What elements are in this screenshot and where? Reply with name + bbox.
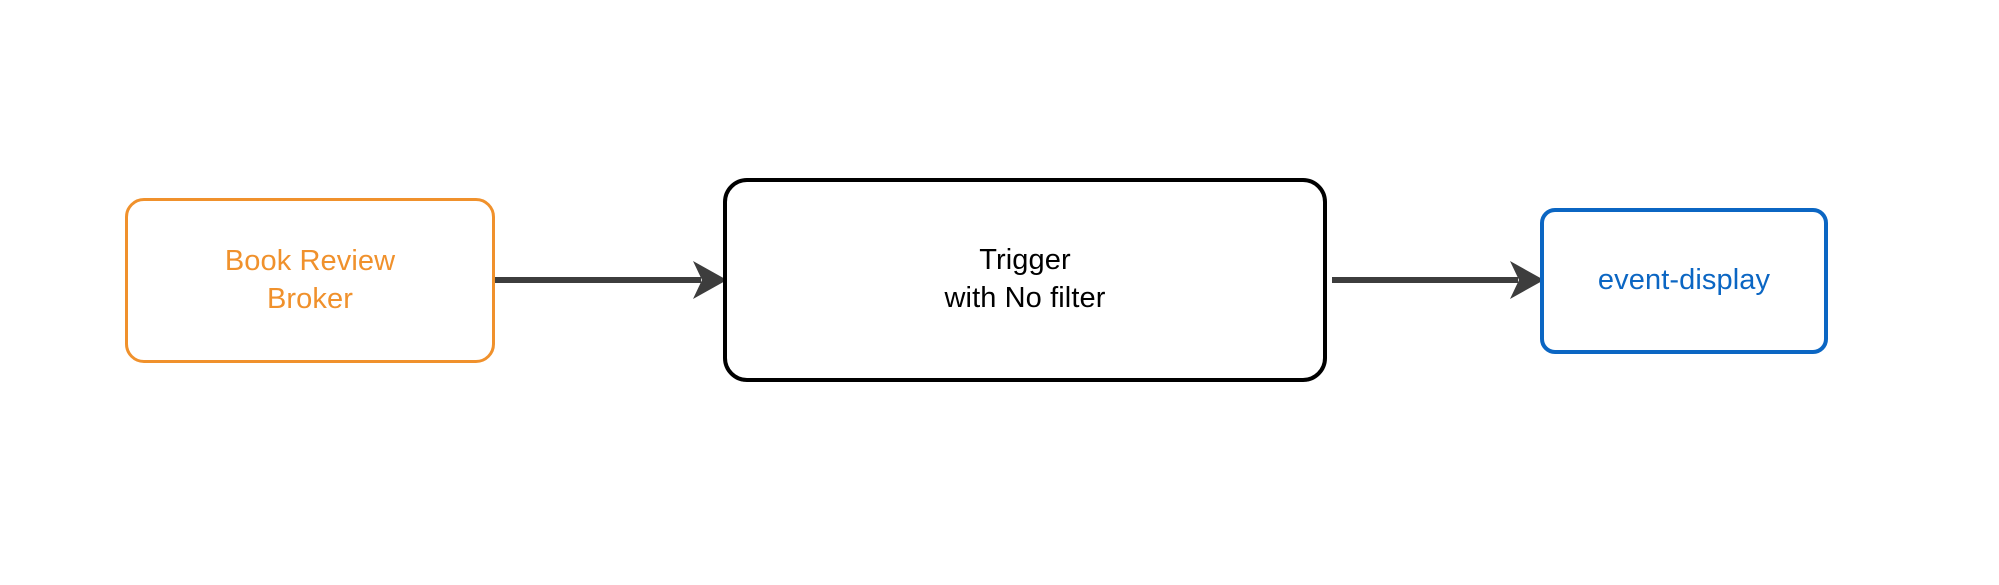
- node-event-display[interactable]: event-display: [1540, 208, 1828, 354]
- edge-trigger-to-sink: [1327, 252, 1544, 308]
- arrow-right-icon: [1332, 261, 1544, 299]
- node-book-review-broker[interactable]: Book Review Broker: [125, 198, 495, 363]
- node-broker-label: Book Review Broker: [224, 244, 396, 315]
- node-sink-label: event-display: [1597, 264, 1771, 297]
- arrow-right-icon: [495, 261, 727, 299]
- node-trigger-label: Trigger with No filter: [944, 244, 1106, 314]
- node-trigger[interactable]: Trigger with No filter: [723, 178, 1327, 382]
- edge-broker-to-trigger: [495, 252, 727, 308]
